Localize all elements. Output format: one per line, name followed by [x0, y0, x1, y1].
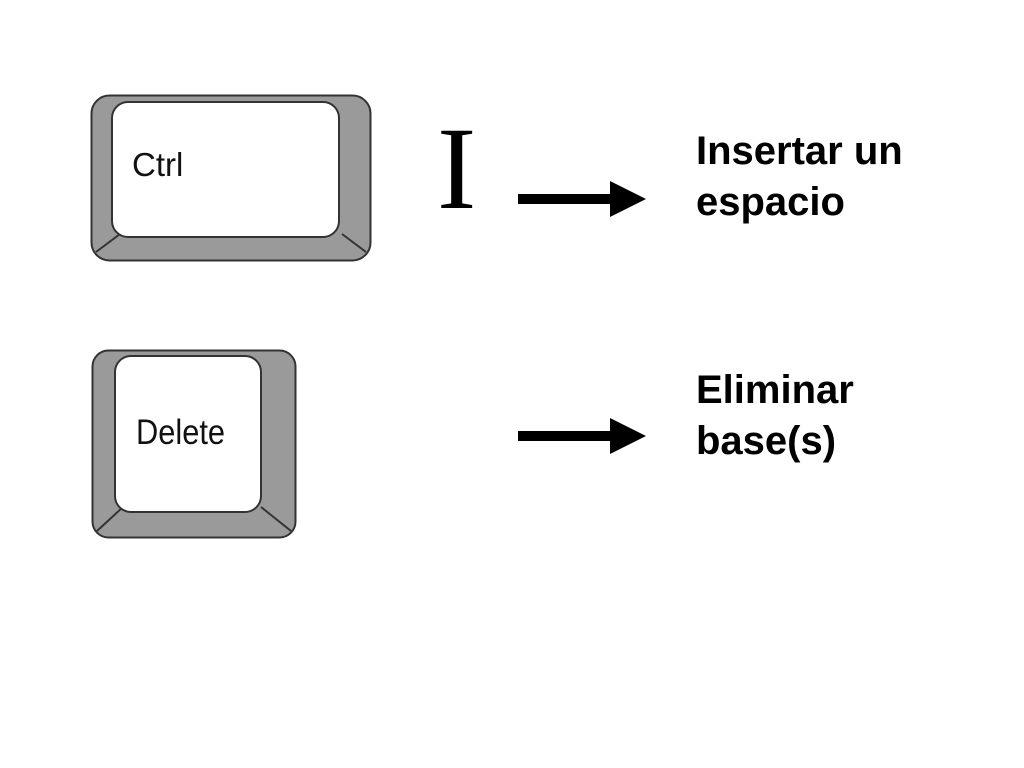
delete-key: Delete [91, 349, 297, 539]
action-line: base(s) [696, 419, 837, 463]
action-line: Insertar un [696, 129, 903, 173]
delete-key-label: Delete [136, 413, 226, 452]
action-insert-space: Insertar un espacio [696, 126, 903, 228]
ctrl-key: Ctrl [90, 94, 372, 262]
arrow-right-icon [518, 418, 646, 454]
arrow-right-icon [518, 181, 646, 217]
action-line: espacio [696, 180, 845, 224]
ctrl-keycap-shape [90, 94, 372, 262]
letter-i: I [437, 103, 477, 234]
delete-keycap-shape [91, 349, 297, 539]
ctrl-key-label: Ctrl [132, 146, 184, 183]
action-line: Eliminar [696, 368, 854, 412]
action-delete-bases: Eliminar base(s) [696, 365, 854, 467]
